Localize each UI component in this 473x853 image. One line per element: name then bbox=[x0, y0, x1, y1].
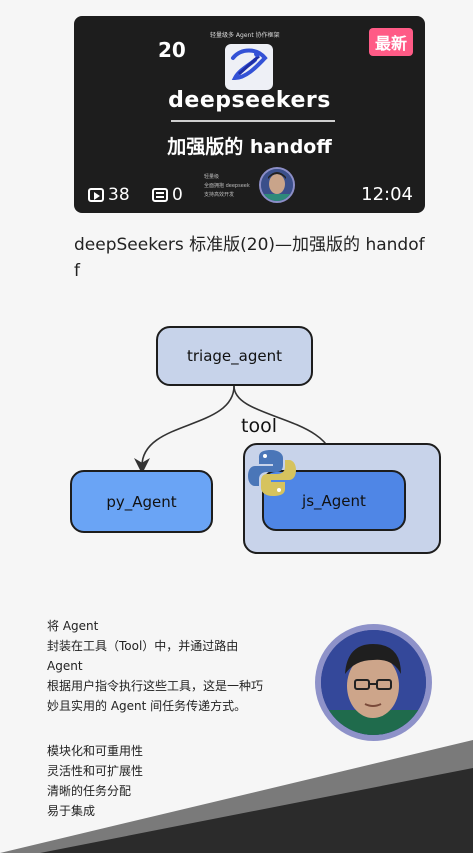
presenter-avatar bbox=[315, 624, 432, 741]
python-icon bbox=[248, 450, 296, 496]
comment-icon bbox=[152, 188, 168, 202]
feature-item: 易于集成 bbox=[47, 804, 96, 818]
play-icon bbox=[88, 188, 104, 202]
node-triage-agent: triage_agent bbox=[156, 326, 313, 386]
episode-number: 20 bbox=[158, 38, 186, 62]
node-js-agent: js_Agent bbox=[262, 470, 406, 531]
node-py-agent: py_Agent bbox=[70, 470, 213, 533]
author-thumbnail bbox=[259, 167, 295, 203]
feature-item: 清晰的任务分配 bbox=[47, 784, 132, 798]
description-text: 将 Agent 封装在工具（Tool）中，并通过路由 Agent 根据用户指令执… bbox=[47, 619, 264, 713]
feature-list: 模块化和可重用性 灵活性和可扩展性 清晰的任务分配 易于集成 bbox=[47, 741, 143, 821]
thumbnail-caption: 轻量级多 Agent 协作框架 bbox=[210, 32, 280, 39]
edge-label-tool: tool bbox=[241, 415, 277, 437]
video-thumbnail[interactable]: 20 轻量级多 Agent 协作框架 最新 deepseekers 加强版的 h… bbox=[74, 16, 425, 213]
latest-badge: 最新 bbox=[368, 28, 413, 56]
play-count: 38 bbox=[88, 185, 130, 205]
feature-item: 模块化和可重用性 bbox=[47, 744, 144, 758]
video-title[interactable]: deepSeekers 标准版(20)—加强版的 handoff bbox=[74, 235, 425, 281]
brand-name: deepseekers bbox=[168, 88, 331, 113]
comment-count: 0 bbox=[152, 185, 183, 205]
author-caption: 轻量级 全面拥抱 deepseek 支持高效开发 bbox=[204, 174, 250, 198]
thumbnail-headline: 加强版的 handoff bbox=[167, 136, 332, 158]
edge-triage-to-py bbox=[134, 385, 235, 474]
video-duration: 12:04 bbox=[361, 184, 413, 205]
brand-logo bbox=[225, 44, 273, 90]
feature-item: 灵活性和可扩展性 bbox=[47, 764, 144, 778]
title-divider bbox=[171, 120, 335, 122]
